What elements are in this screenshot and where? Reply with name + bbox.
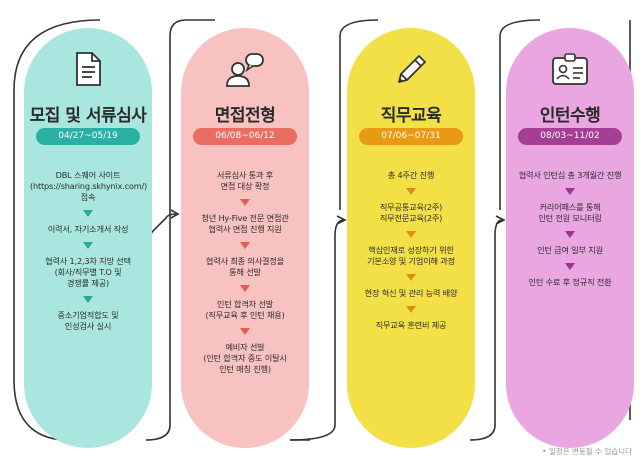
down-arrow-icon [240,328,250,335]
list-item: 중소기업적합도 및 인성검사 실시 [57,310,119,331]
period-badge: 07/06~07/31 [359,128,463,145]
list-item: 인턴 수료 후 정규직 전환 [528,277,612,287]
period-badge: 08/03~11/02 [518,128,622,145]
down-arrow-icon [565,188,575,195]
pencil-icon [398,55,426,83]
icon-container [347,52,475,92]
list-item: 핵심인재로 성장하기 위한 기본소양 및 기업이해 과정 [367,245,455,266]
step-title: 모집 및 서류심사 [29,106,147,126]
period-badge: 04/27~05/19 [36,128,140,145]
list-item: DBL 스퀘어 사이트 (https://sharing.skhynix.com… [30,170,148,202]
icon-container [506,52,634,92]
list-item: 커리어패스를 통해 인턴 전원 모니터링 [538,202,602,223]
step-title: 인턴수행 [539,106,601,126]
down-arrow-icon [406,188,416,195]
list-item: 총 4주간 진행 [387,170,435,180]
step-list: 총 4주간 진행 직무공통교육(2주) 직무전문교육(2주) 핵심인재로 성장하… [347,170,475,331]
step-list: DBL 스퀘어 사이트 (https://sharing.skhynix.com… [24,170,152,332]
down-arrow-icon [240,242,250,249]
step-card-training: 직무교육 07/06~07/31 총 4주간 진행 직무공통교육(2주) 직무전… [347,28,475,448]
down-arrow-icon [83,242,93,249]
icon-container [24,52,152,92]
step-title: 면접전형 [214,106,276,126]
list-item: 인턴 합격자 선발 (직무교육 후 인턴 채용) [205,299,285,320]
step-list: 서류심사 통과 후 면접 대상 확정 청년 Hy-Five 전문 면접관 협력사… [181,170,309,375]
list-item: 직무공통교육(2주) 직무전문교육(2주) [379,202,443,223]
list-item: 인턴 급여 일부 지원 [537,245,603,255]
interview-icon [226,53,264,87]
list-item: 현장 혁신 및 관리 능력 배양 [364,288,458,298]
step-card-interview: 면접전형 06/08~06/12 서류심사 통과 후 면접 대상 확정 청년 H… [181,28,309,448]
id-card-icon [552,53,588,85]
list-item: 협력사 최종 의사결정을 통해 선발 [205,256,285,277]
down-arrow-icon [83,296,93,303]
list-item: 이력서, 자기소개서 작성 [47,224,129,234]
list-item: 직무교육 훈련비 제공 [375,320,447,330]
step-card-internship: 인턴수행 08/03~11/02 협력사 인턴십 총 3개월간 진행 커리어패스… [506,28,634,448]
list-item: 예비자 선발 (인턴 합격자 중도 이탈시 인턴 매칭 진행) [203,342,287,374]
list-item: 청년 Hy-Five 전문 면접관 협력사 면접 진행 지원 [201,213,289,234]
down-arrow-icon [240,285,250,292]
step-list: 협력사 인턴십 총 3개월간 진행 커리어패스를 통해 인턴 전원 모니터링 인… [506,170,634,288]
down-arrow-icon [240,199,250,206]
list-item: 협력사 인턴십 총 3개월간 진행 [518,170,622,180]
down-arrow-icon [406,306,416,313]
icon-container [181,52,309,92]
document-icon [76,52,101,86]
down-arrow-icon [406,274,416,281]
down-arrow-icon [565,263,575,270]
down-arrow-icon [565,231,575,238]
down-arrow-icon [83,210,93,217]
schedule-footnote: • 일정은 변동될 수 있습니다 [542,447,632,456]
period-badge: 06/08~06/12 [193,128,297,145]
step-title: 직무교육 [380,106,442,126]
list-item: 협력사 1,2,3차 지망 선택 (회사/직무별 T.O 및 경쟁률 제공) [45,256,131,288]
list-item: 서류심사 통과 후 면접 대상 확정 [216,170,274,191]
step-card-application: 모집 및 서류심사 04/27~05/19 DBL 스퀘어 사이트 (https… [24,28,152,448]
down-arrow-icon [406,231,416,238]
